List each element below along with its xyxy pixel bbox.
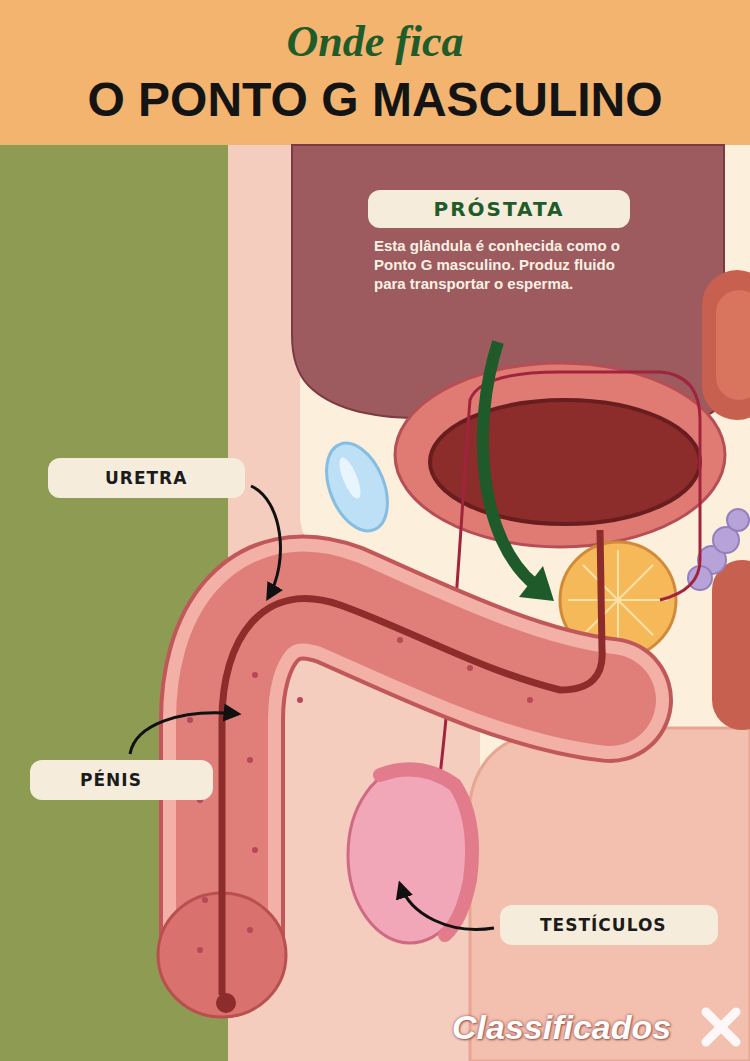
leader-arrow bbox=[251, 486, 280, 598]
title-kicker: Onde fica bbox=[0, 16, 750, 68]
page-title: O PONTO G MASCULINO bbox=[0, 70, 750, 130]
part-name: PÉNIS bbox=[30, 760, 213, 800]
part-label: TESTÍCULOS bbox=[500, 905, 718, 945]
tissue-dot bbox=[202, 897, 208, 903]
colon bbox=[702, 270, 750, 420]
epididymis bbox=[380, 769, 472, 935]
cream-ground bbox=[0, 145, 750, 1061]
tissue-dot bbox=[467, 665, 473, 671]
leader-arrow bbox=[130, 713, 238, 754]
callout-body: Esta glândula é conhecida como o Ponto G… bbox=[368, 236, 630, 293]
callout-heading: PRÓSTATA bbox=[368, 190, 630, 228]
tissue-dot bbox=[252, 672, 258, 678]
watermark-logo bbox=[706, 1012, 736, 1042]
pointer-arrow bbox=[483, 342, 535, 585]
tissue-dots bbox=[187, 637, 533, 953]
header-band bbox=[0, 0, 750, 145]
colon-inner bbox=[716, 290, 750, 400]
part-name: TESTÍCULOS bbox=[500, 905, 718, 945]
tissue-dot bbox=[187, 717, 193, 723]
tissue-dot bbox=[527, 697, 533, 703]
tissue-dot bbox=[197, 947, 203, 953]
bladder-inner bbox=[430, 400, 700, 524]
pubic-bone bbox=[315, 434, 400, 540]
bone-highlight bbox=[335, 455, 364, 501]
tissue-dot bbox=[397, 637, 403, 643]
part-label: PÉNIS bbox=[30, 760, 213, 800]
tissue-dot bbox=[252, 847, 258, 853]
tissue-dot bbox=[247, 927, 253, 933]
part-name: URETRA bbox=[48, 458, 245, 498]
leader-arrow bbox=[400, 884, 494, 929]
tissue-dot bbox=[247, 757, 253, 763]
urethral-opening bbox=[216, 993, 236, 1013]
testicle bbox=[348, 767, 472, 943]
watermark: Classificados bbox=[452, 1007, 671, 1047]
seminal-vesicle bbox=[727, 509, 749, 531]
part-label: URETRA bbox=[48, 458, 245, 498]
pointer-arrow-head bbox=[519, 566, 554, 601]
tissue-dot bbox=[297, 697, 303, 703]
callout-panel: PRÓSTATA Esta glândula é conhecida como o… bbox=[368, 190, 630, 293]
bladder bbox=[395, 363, 725, 547]
colon bbox=[712, 560, 750, 730]
